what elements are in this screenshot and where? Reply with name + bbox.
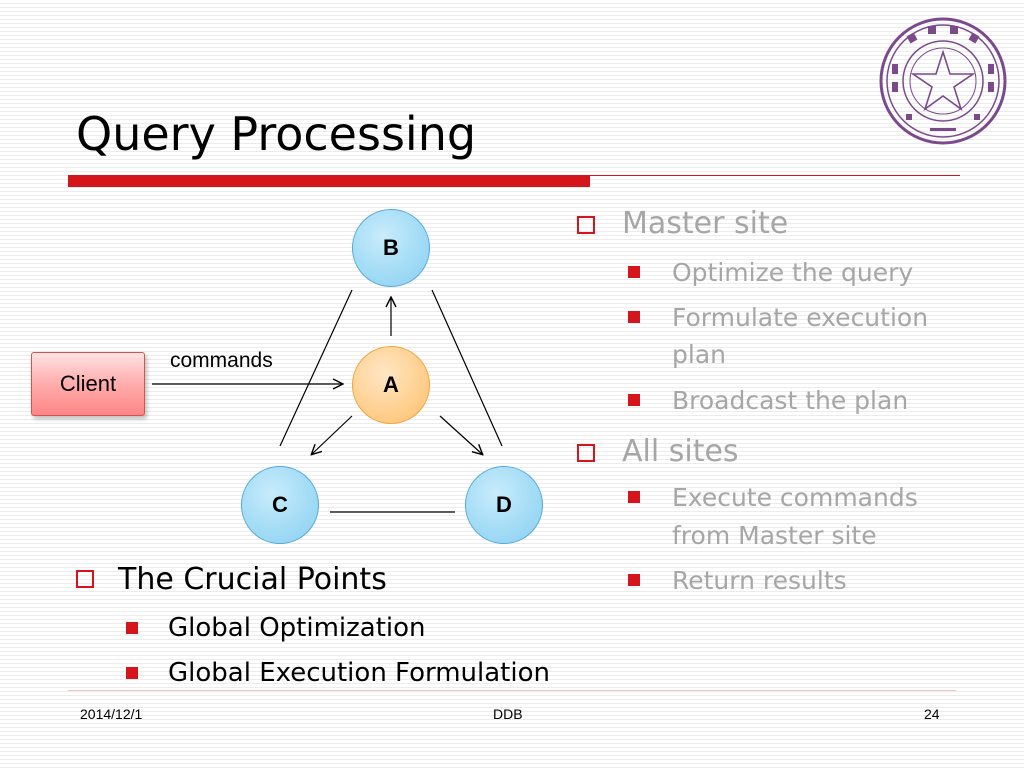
footer-center: DDB <box>493 706 523 722</box>
arrow-a-d <box>439 415 482 454</box>
node-c: C <box>241 466 319 544</box>
footer-divider <box>68 690 956 691</box>
square-bullet-icon <box>628 491 640 503</box>
page-number: 24 <box>924 706 940 722</box>
master-site-item: Optimize the query <box>672 258 914 287</box>
edge-b-c <box>279 289 353 447</box>
square-bullet-icon <box>126 622 138 634</box>
node-d-label: D <box>496 492 512 517</box>
all-sites-heading: All sites <box>622 434 739 469</box>
crucial-point-item: Global Execution Formulation <box>168 658 550 688</box>
slide-title: Query Processing <box>76 107 477 161</box>
master-site-item-continued: plan <box>672 340 726 369</box>
crucial-points-heading: The Crucial Points <box>118 562 387 597</box>
square-bullet-icon <box>628 394 640 406</box>
title-underline <box>68 175 590 187</box>
arrow-a-c <box>312 415 353 454</box>
all-sites-item: Execute commands <box>672 483 918 512</box>
master-site-heading: Master site <box>622 206 789 241</box>
square-bullet-icon <box>628 311 640 323</box>
hollow-square-bullet-icon <box>76 570 94 588</box>
hollow-square-bullet-icon <box>577 216 595 234</box>
client-box: Client <box>31 352 145 416</box>
node-a: A <box>352 346 430 424</box>
commands-label: commands <box>170 349 273 372</box>
node-a-label: A <box>383 372 399 397</box>
crucial-point-item: Global Optimization <box>168 613 426 643</box>
node-b-label: B <box>383 235 399 260</box>
all-sites-item: Return results <box>672 566 847 595</box>
university-seal-icon <box>879 17 1007 145</box>
client-label: Client <box>59 371 117 396</box>
node-d: D <box>465 466 543 544</box>
title-underline-thin <box>590 175 960 176</box>
all-sites-item-continued: from Master site <box>672 521 877 550</box>
master-site-item: Broadcast the plan <box>672 386 909 415</box>
square-bullet-icon <box>628 266 640 278</box>
node-c-label: C <box>272 492 288 517</box>
master-site-item: Formulate execution <box>672 303 929 332</box>
node-b: B <box>352 209 430 287</box>
square-bullet-icon <box>126 667 138 679</box>
square-bullet-icon <box>628 574 640 586</box>
edge-b-d <box>431 289 503 447</box>
hollow-square-bullet-icon <box>577 444 595 462</box>
footer-date: 2014/12/1 <box>80 706 143 722</box>
